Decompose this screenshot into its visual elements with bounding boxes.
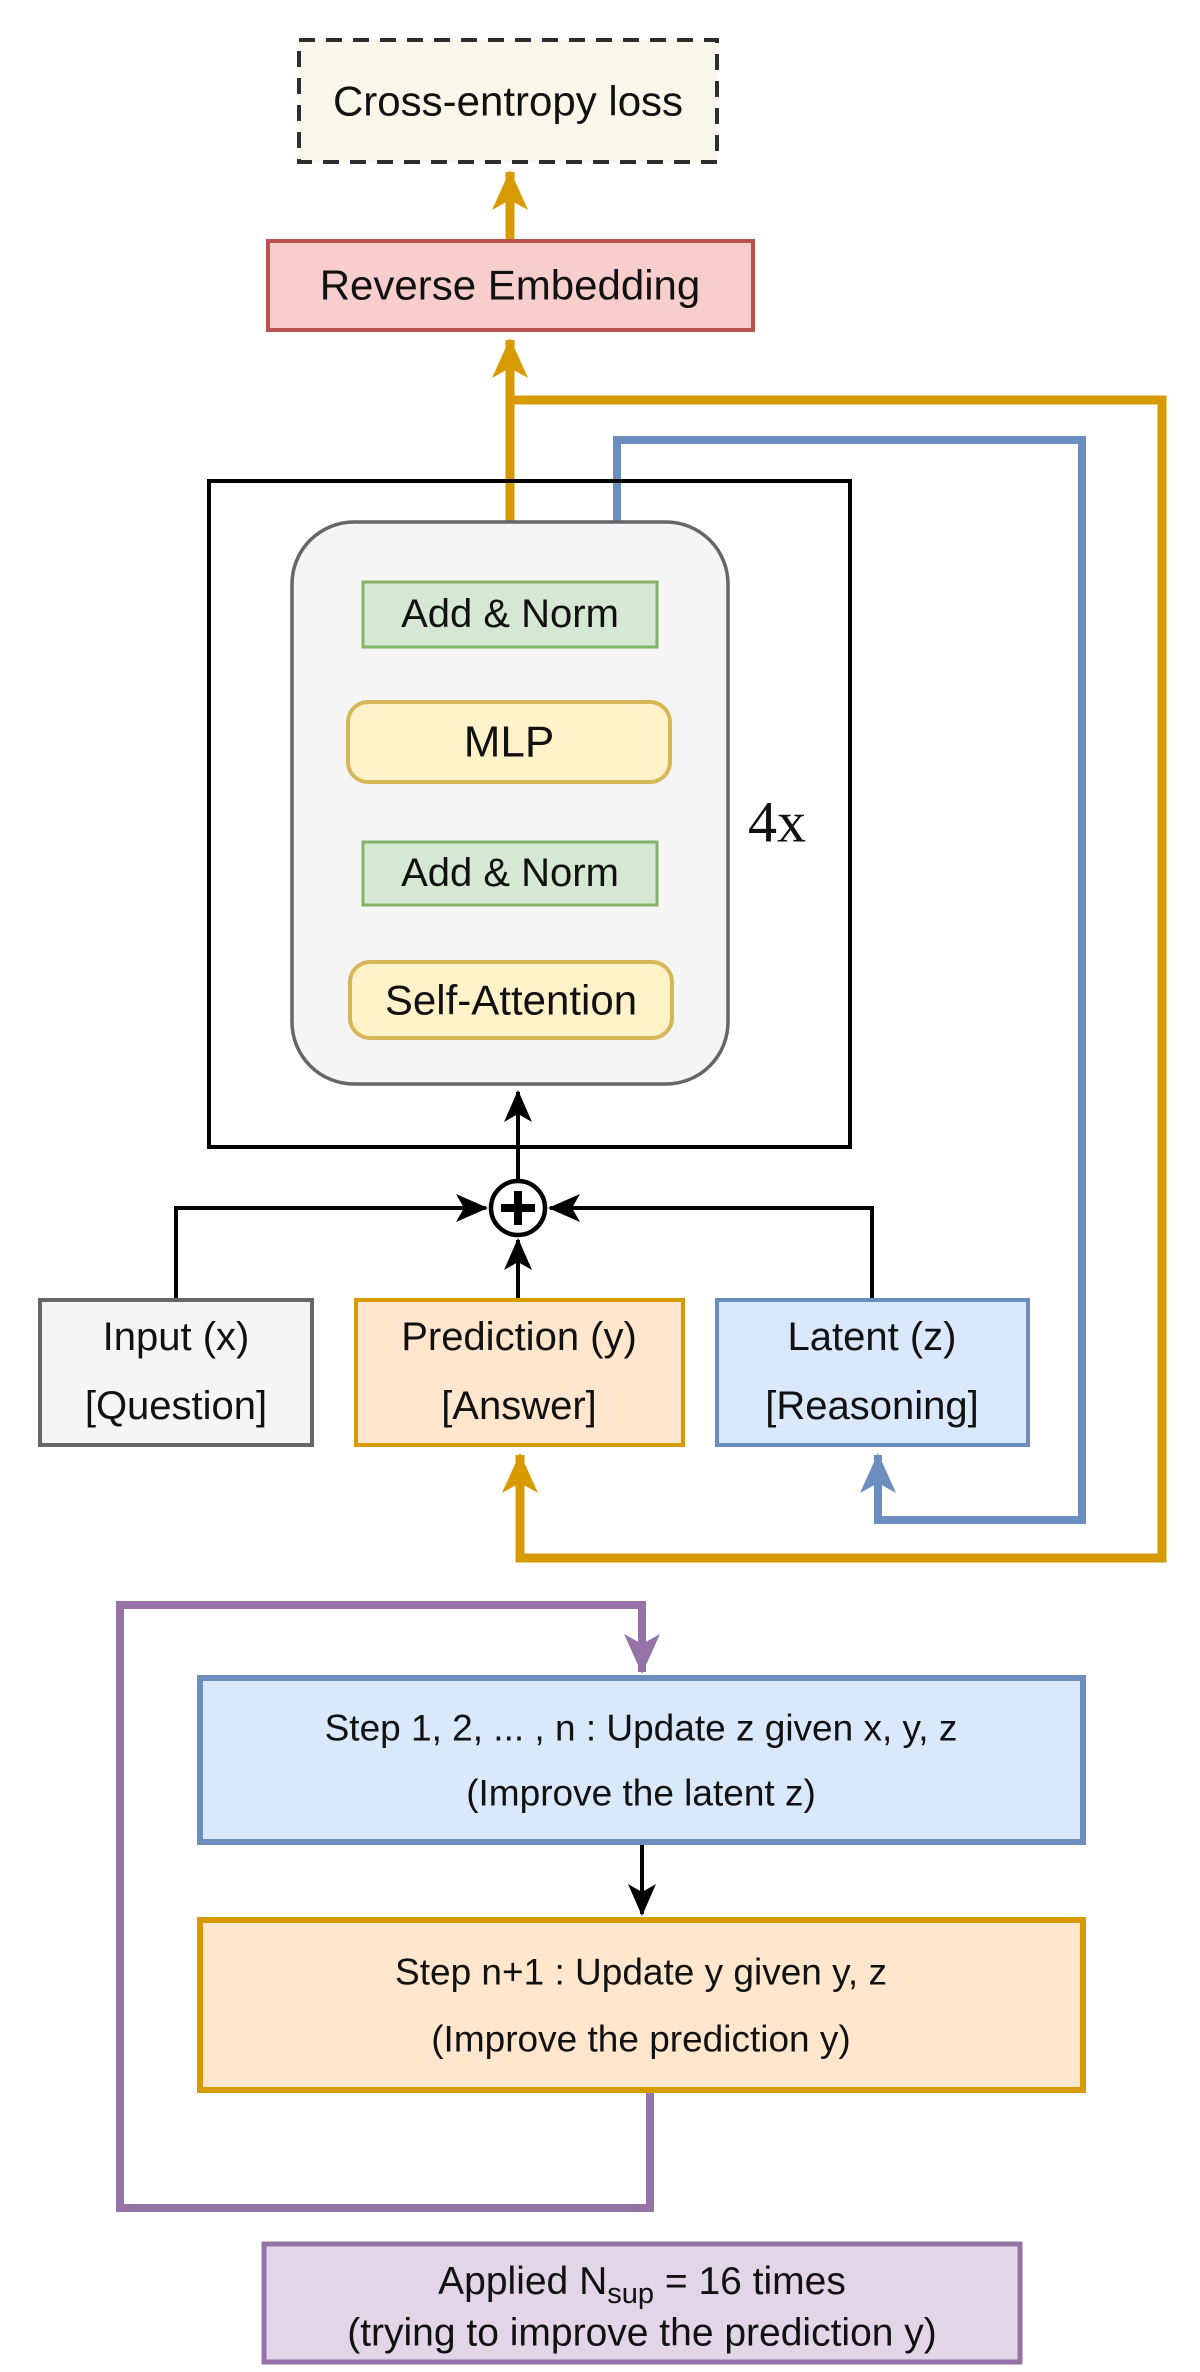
- update-z-line1: Step 1, 2, ... , n : Update z given x, y…: [325, 1708, 958, 1749]
- applied-prefix: Applied N: [438, 2260, 607, 2303]
- add-norm-bottom-label: Add & Norm: [401, 851, 619, 895]
- update-y-line1: Step n+1 : Update y given y, z: [395, 1952, 887, 1993]
- repeat-count-label: 4x: [748, 790, 806, 855]
- input-label-line2: [Question]: [85, 1384, 267, 1428]
- transformer-layer-box: [290, 520, 730, 1086]
- orange-feedback-loop-to-prediction: [502, 395, 1167, 1563]
- mlp-label: MLP: [464, 718, 554, 767]
- applied-subscript: sup: [607, 2278, 654, 2310]
- cross-entropy-loss-box: [297, 38, 719, 164]
- reverse-embedding-label: Reverse Embedding: [320, 262, 701, 309]
- cross-entropy-loss-label: Cross-entropy loss: [333, 78, 683, 125]
- self-attention-box: [348, 960, 674, 1040]
- add-norm-top-label: Add & Norm: [401, 592, 619, 636]
- applied-times-box: [261, 2241, 1023, 2365]
- prediction-label-line2: [Answer]: [441, 1384, 597, 1428]
- wire-input-to-combiner: [174, 1194, 488, 1300]
- wires: [116, 170, 1167, 2212]
- update-y-step-box: [197, 1917, 1086, 2093]
- update-z-step-box: [197, 1675, 1086, 1845]
- circle-plus-icon: [488, 1178, 548, 1238]
- self-attention-label: Self-Attention: [385, 977, 637, 1024]
- applied-suffix: = 16 times: [654, 2260, 846, 2303]
- applied-times-line1: Applied Nsup = 16 times: [438, 2260, 846, 2311]
- mlp-box: [346, 700, 672, 784]
- add-norm-bottom-box: [361, 840, 659, 907]
- repeat-container-box: [207, 479, 852, 1149]
- latent-label-line2: [Reasoning]: [765, 1384, 978, 1428]
- blue-feedback-loop-to-latent: [613, 436, 1086, 1524]
- latent-label-line1: Latent (z): [788, 1315, 957, 1359]
- latent-box: [715, 1298, 1030, 1447]
- update-y-line2: (Improve the prediction y): [431, 2019, 851, 2060]
- applied-times-line2: (trying to improve the prediction y): [347, 2312, 937, 2355]
- reverse-embedding-box: [266, 239, 755, 332]
- input-box: [38, 1298, 314, 1447]
- purple-process-loop: [116, 1601, 660, 2212]
- add-norm-top-box: [361, 580, 659, 649]
- prediction-box: [354, 1298, 685, 1447]
- wire-latent-to-combiner: [548, 1194, 874, 1300]
- update-z-line2: (Improve the latent z): [466, 1773, 816, 1814]
- prediction-label-line1: Prediction (y): [401, 1315, 637, 1359]
- input-label-line1: Input (x): [103, 1315, 250, 1359]
